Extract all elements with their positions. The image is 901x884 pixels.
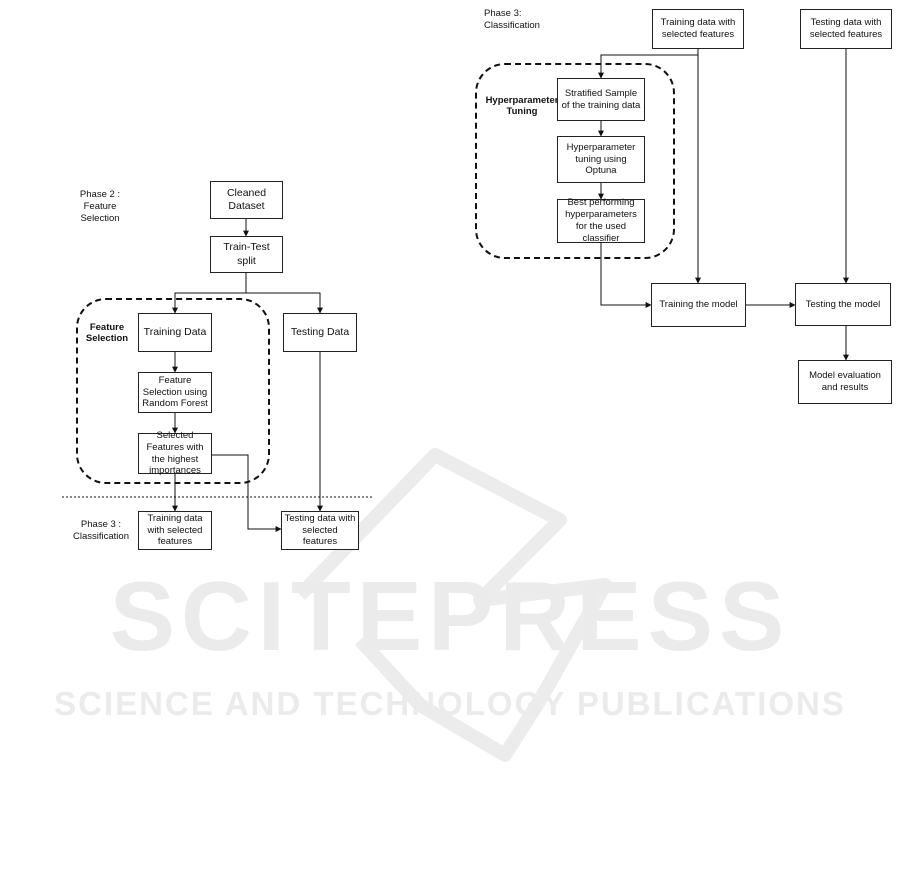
watermark-brand: SCITEPRESS (110, 561, 791, 671)
training-data-box: Training Data (138, 313, 212, 352)
hyperparameter-tuning-group (475, 63, 675, 259)
best-hyperparameters-box: Best performing hyperparameters for the … (557, 197, 645, 244)
arrow-split-to-testing (246, 292, 323, 314)
cleaned-dataset-box: Cleaned Dataset (210, 181, 283, 219)
stratified-sample-box: Stratified Sample of the training data (557, 78, 645, 121)
testing-data-box: Testing Data (283, 313, 357, 352)
feature-selection-group (76, 298, 270, 484)
watermark-tagline: SCIENCE AND TECHNOLOGY PUBLICATIONS (54, 685, 846, 722)
testing-model-box: Testing the model (795, 283, 891, 326)
feature-selection-rf-box: Feature Selection using Random Forest (138, 372, 212, 413)
hyperparameter-tuning-group-label: Hyperparameter Tuning (485, 95, 559, 118)
training-selected-box-left: Training data with selected features (138, 511, 212, 550)
selected-features-box: Selected Features with the highest impor… (138, 430, 212, 476)
train-test-split-box: Train-Test split (210, 236, 283, 273)
training-model-box: Training the model (651, 283, 746, 327)
testing-selected-box-left: Testing data with selected features (281, 511, 359, 550)
testing-selected-box-right: Testing data with selected features (800, 9, 892, 49)
arrow-split-branch (172, 273, 247, 314)
model-evaluation-box: Model evaluation and results (798, 360, 892, 404)
arrow-best-to-model (600, 243, 652, 308)
phase2-label: Phase 2 : Feature Selection (79, 189, 121, 224)
arrow-training-sel-to-sample (598, 54, 698, 79)
optuna-tuning-box: Hyperparameter tuning using Optuna (557, 136, 645, 183)
phase3-label-left: Phase 3 : Classification (73, 519, 129, 542)
arrow-selected-to-testing-sel (212, 454, 282, 532)
feature-selection-group-label: Feature Selection (85, 322, 129, 345)
training-selected-box-right: Training data with selected features (652, 9, 744, 49)
phase3-label-right: Phase 3: Classification (484, 8, 540, 31)
